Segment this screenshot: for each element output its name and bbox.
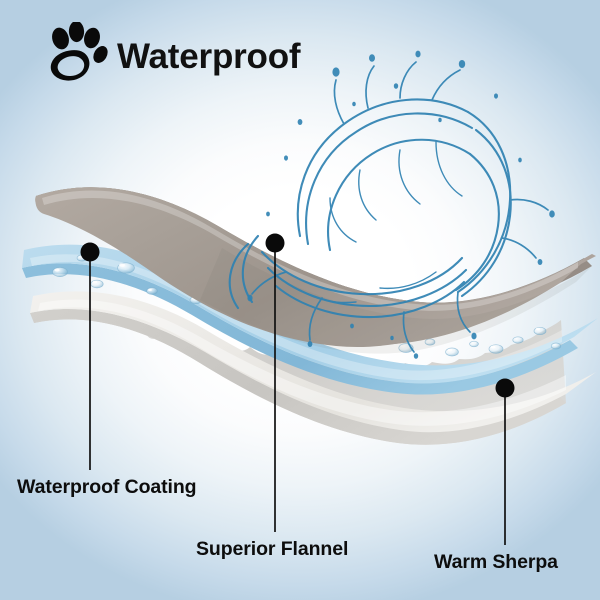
splash-droplets-group — [247, 50, 555, 359]
callout-leaders-group — [80, 233, 515, 545]
callout-label-waterproof-coating: Waterproof Coating — [17, 476, 197, 498]
layer-warm-sherpa — [30, 291, 596, 445]
paw-print-icon — [50, 22, 108, 81]
callout-dot-waterproof-coating — [80, 242, 100, 262]
page-title: Waterproof — [117, 37, 301, 76]
header: Waterproof — [0, 0, 600, 100]
callout-label-superior-flannel: Superior Flannel — [196, 538, 349, 560]
water-splash-icon — [228, 61, 549, 353]
callout-line-superior-flannel — [265, 233, 285, 532]
layer-superior-flannel — [35, 187, 597, 354]
callout-label-warm-sherpa: Warm Sherpa — [434, 551, 558, 573]
callout-line-waterproof-coating — [80, 242, 100, 470]
callout-dot-warm-sherpa — [495, 378, 515, 398]
callout-dot-superior-flannel — [265, 233, 285, 253]
callout-line-warm-sherpa — [495, 378, 515, 545]
